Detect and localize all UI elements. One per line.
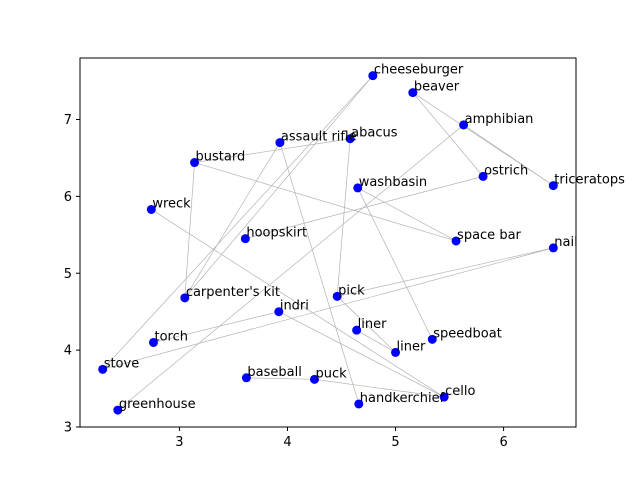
point-label: stove <box>104 356 140 371</box>
edge-line <box>184 162 195 298</box>
data-point <box>391 347 401 357</box>
data-point <box>274 307 284 317</box>
data-point <box>113 405 123 415</box>
edge-line <box>194 138 351 163</box>
point-label: space bar <box>457 228 521 243</box>
point-label: wreck <box>152 196 191 211</box>
x-tick-label: 4 <box>283 435 291 450</box>
edge-line <box>463 124 554 186</box>
y-tick-label: 4 <box>64 344 72 359</box>
point-label: nail <box>554 235 577 250</box>
point-label: bustard <box>196 150 246 165</box>
edge-line <box>102 247 554 370</box>
point-label: triceratops <box>554 173 625 188</box>
x-tick-label: 6 <box>499 435 507 450</box>
point-label: ostrich <box>484 163 528 178</box>
edge-line <box>153 311 279 343</box>
point-labels-layer: cheeseburger beaver amphibian assault rifle… <box>104 63 625 412</box>
edge-line <box>357 187 457 242</box>
data-point <box>240 234 250 244</box>
data-point <box>451 236 461 246</box>
data-point <box>353 183 363 193</box>
data-point <box>146 204 156 214</box>
point-label: torch <box>154 329 188 344</box>
point-label: handkerchief <box>360 391 445 406</box>
edge-line <box>102 75 374 370</box>
edge-line <box>279 142 360 405</box>
data-point <box>332 291 342 301</box>
data-point <box>408 88 418 98</box>
data-point <box>241 373 251 383</box>
point-label: pick <box>338 283 365 298</box>
point-label: beaver <box>414 80 460 95</box>
point-label: abacus <box>351 126 398 141</box>
point-label: cheeseburger <box>374 63 464 78</box>
data-point <box>478 171 488 181</box>
y-tick-label: 5 <box>64 267 72 282</box>
data-point <box>548 243 558 253</box>
y-tick-label: 3 <box>64 421 72 436</box>
point-label: baseball <box>247 365 301 380</box>
edge-line <box>314 378 445 398</box>
edge-line <box>184 75 374 299</box>
data-point <box>548 181 558 191</box>
point-label: cello <box>445 384 475 399</box>
point-label: amphibian <box>465 112 534 127</box>
data-point <box>309 374 319 384</box>
data-point <box>439 392 449 402</box>
plot-frame <box>79 57 577 428</box>
data-point <box>459 120 469 130</box>
edge-line <box>151 209 445 398</box>
point-label: liner <box>397 339 426 354</box>
points-layer <box>98 71 558 415</box>
point-label: indri <box>280 299 309 314</box>
point-label: greenhouse <box>119 397 196 412</box>
edge-line <box>245 176 484 239</box>
data-point <box>180 293 190 303</box>
x-tick-label: 5 <box>391 435 399 450</box>
y-axis: 3 4 5 6 7 <box>64 113 80 436</box>
edge-line <box>194 162 457 242</box>
edge-line <box>184 142 281 299</box>
data-point <box>427 334 437 344</box>
edge-line <box>278 311 445 398</box>
data-point <box>148 337 158 347</box>
x-tick-label: 3 <box>175 435 183 450</box>
edge-line <box>337 247 554 297</box>
edge-line <box>357 187 433 340</box>
edge-line <box>336 138 351 297</box>
point-label: washbasin <box>359 175 427 190</box>
data-point <box>98 364 108 374</box>
edge-line <box>246 377 315 380</box>
point-label: carpenter's kit <box>186 285 280 300</box>
data-point <box>345 134 355 144</box>
point-label: hoopskirt <box>246 226 307 241</box>
data-point <box>368 71 378 81</box>
data-point <box>190 158 200 168</box>
y-tick-label: 6 <box>64 190 72 205</box>
point-label: speedboat <box>433 326 502 341</box>
data-point <box>354 399 364 409</box>
edge-line <box>117 124 464 411</box>
edge-line <box>356 329 396 353</box>
edge-line <box>412 92 484 177</box>
y-tick-label: 7 <box>64 113 72 128</box>
x-axis: 3 4 5 6 <box>175 427 508 450</box>
edges-layer <box>102 75 554 411</box>
point-label: liner <box>358 317 387 332</box>
point-label: assault rifle <box>281 130 357 145</box>
edge-line <box>336 296 396 353</box>
data-point <box>275 138 285 148</box>
data-point <box>352 325 362 335</box>
point-label: puck <box>315 366 347 381</box>
